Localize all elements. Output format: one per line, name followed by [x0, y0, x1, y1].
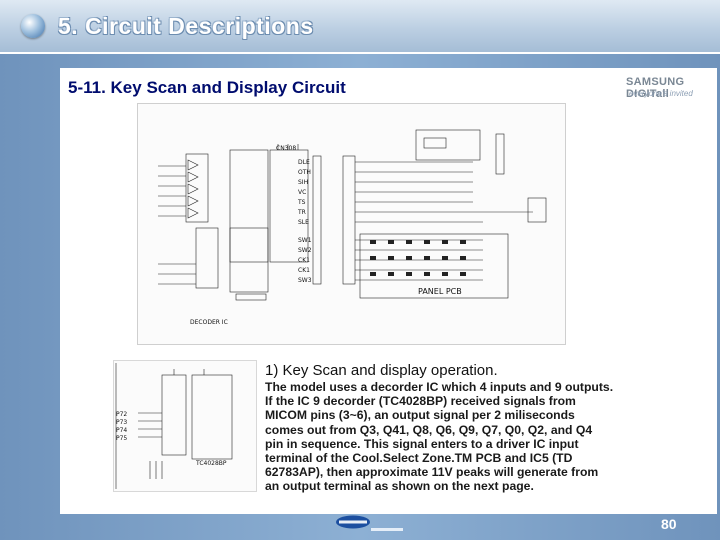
pin-label-oth: OTH	[298, 169, 311, 176]
pin-label-vc: VC	[298, 189, 306, 196]
panel-pcb-label: PANEL PCB	[418, 287, 462, 296]
pin-label-sw1: SW1	[298, 237, 312, 244]
decoder-ic-label: DECODER IC	[190, 319, 228, 326]
description-text: The model uses a decorder IC which 4 inp…	[265, 380, 645, 494]
pin-label-sle: SLE	[298, 219, 309, 226]
slide-title: 5. Circuit Descriptions	[58, 13, 314, 39]
section-subtitle: 5-11. Key Scan and Display Circuit	[68, 78, 346, 97]
title-bullet-icon	[21, 14, 45, 38]
schematic-drawing: DLE OTH SIH VC TS TR SLE SW1 SW2 CK1 CK1…	[158, 129, 547, 326]
pin-label-tr: TR	[297, 209, 306, 216]
title-bar: 5. Circuit Descriptions	[0, 0, 720, 54]
port-label-p73: P73	[116, 419, 127, 426]
decoder-schematic: P72 P73 P74 P75 TC4028BP	[113, 360, 257, 492]
description-line: an output terminal as shown on the next …	[265, 479, 534, 494]
pin-label-sih: SIH	[298, 179, 308, 186]
connector-label: CN308	[276, 145, 296, 152]
pin-label-ck1: CK1	[298, 257, 310, 264]
section-heading: 1) Key Scan and display operation.	[265, 362, 498, 379]
samsung-digitall-logo: SAMSUNG DIGITall everyone's invited	[626, 76, 716, 102]
pin-label-sw3: SW3	[298, 277, 312, 284]
decoder-drawing: P72 P73 P74 P75 TC4028BP	[115, 363, 233, 489]
description-line: 62783AP), then approximate 11V peaks wil…	[265, 465, 599, 480]
page-number: 80	[661, 516, 677, 532]
port-label-p75: P75	[116, 435, 127, 442]
logo-tagline: everyone's invited	[629, 89, 693, 98]
key-scan-schematic: DLE OTH SIH VC TS TR SLE SW1 SW2 CK1 CK1…	[137, 103, 566, 345]
logo-wordmark: SAMSUNG DIGITall	[626, 76, 685, 100]
description-line: comes out from Q3, Q41, Q8, Q6, Q9, Q7, …	[265, 422, 593, 437]
description-line: terminal of the Cool.Select Zone.TM PCB …	[265, 451, 573, 466]
description-line: pin in sequence. This signal enters to a…	[265, 436, 579, 451]
pin-label-ts: TS	[297, 199, 306, 206]
pin-label-ck1b: CK1	[298, 267, 310, 274]
description-line: MICOM pins (3~6), an output signal per 2…	[265, 408, 575, 423]
chip-label: TC4028BP	[195, 460, 227, 467]
description-line: The model uses a decorder IC which 4 inp…	[265, 380, 614, 394]
pin-label-sw2: SW2	[298, 247, 312, 254]
samsung-electronics-logo	[333, 514, 405, 534]
port-label-p74: P74	[116, 427, 127, 434]
description-line: If the IC 9 decorder (TC4028BP) received…	[265, 394, 576, 409]
pin-label-dle: DLE	[298, 159, 310, 166]
port-label-p72: P72	[116, 411, 127, 418]
